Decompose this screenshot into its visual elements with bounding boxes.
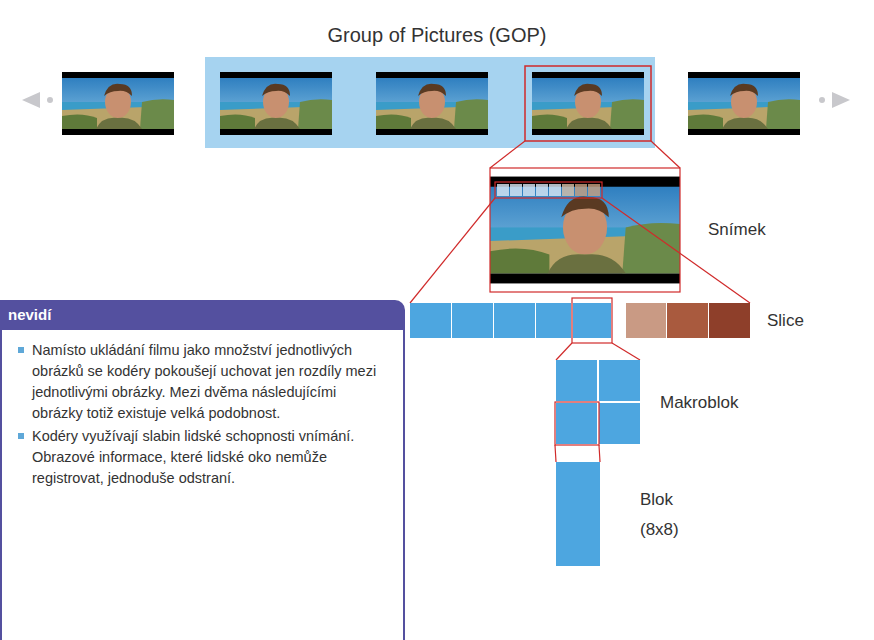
zoomed-frame [490,177,680,284]
video-frame [688,72,800,135]
zoom-line [612,343,640,360]
bullet-text-content: Namísto ukládání filmu jako množství jed… [32,342,376,421]
right-dot [819,97,825,103]
info-panel: nevidíNamísto ukládání filmu jako množst… [0,300,405,640]
bullet-text-content: Kodéry využívají slabin lidské schopnost… [32,428,354,486]
zoom-line [556,343,572,360]
left-dot [47,97,53,103]
slice-row [410,298,750,343]
panel-body: Namísto ukládání filmu jako množství jed… [0,330,405,640]
level-label: Blok (8x8) [640,485,702,545]
level-label: Makroblok [660,388,810,418]
bullet-text: Kodéry využívají slabin lidské schopnost… [32,426,389,489]
macroblock [555,360,640,445]
video-frame [376,72,488,135]
zoomed-frame-border [490,168,680,292]
zoom-line [599,445,600,462]
right-arrow [832,92,850,108]
bullet-mark [18,347,24,353]
level-label: Snímek [708,215,828,245]
zoom-line [651,141,680,168]
left-arrow [22,92,40,108]
diagram-title: Group of Pictures (GOP) [0,24,874,47]
video-frame [532,72,644,135]
zoom-line [490,141,525,168]
panel-heading: nevidí [0,300,405,330]
video-frame [62,72,174,135]
zoom-line [410,198,495,303]
slice-strip [495,182,602,198]
highlight-box [525,66,651,141]
bullet-mark [18,433,24,439]
video-frame [220,72,332,135]
zoom-line [555,445,556,462]
level-label: Slice [767,306,857,336]
zoom-line [602,198,750,303]
bullet-text: Namísto ukládání filmu jako množství jed… [32,340,389,424]
block-8x8 [556,462,600,566]
gop-band [205,57,655,148]
